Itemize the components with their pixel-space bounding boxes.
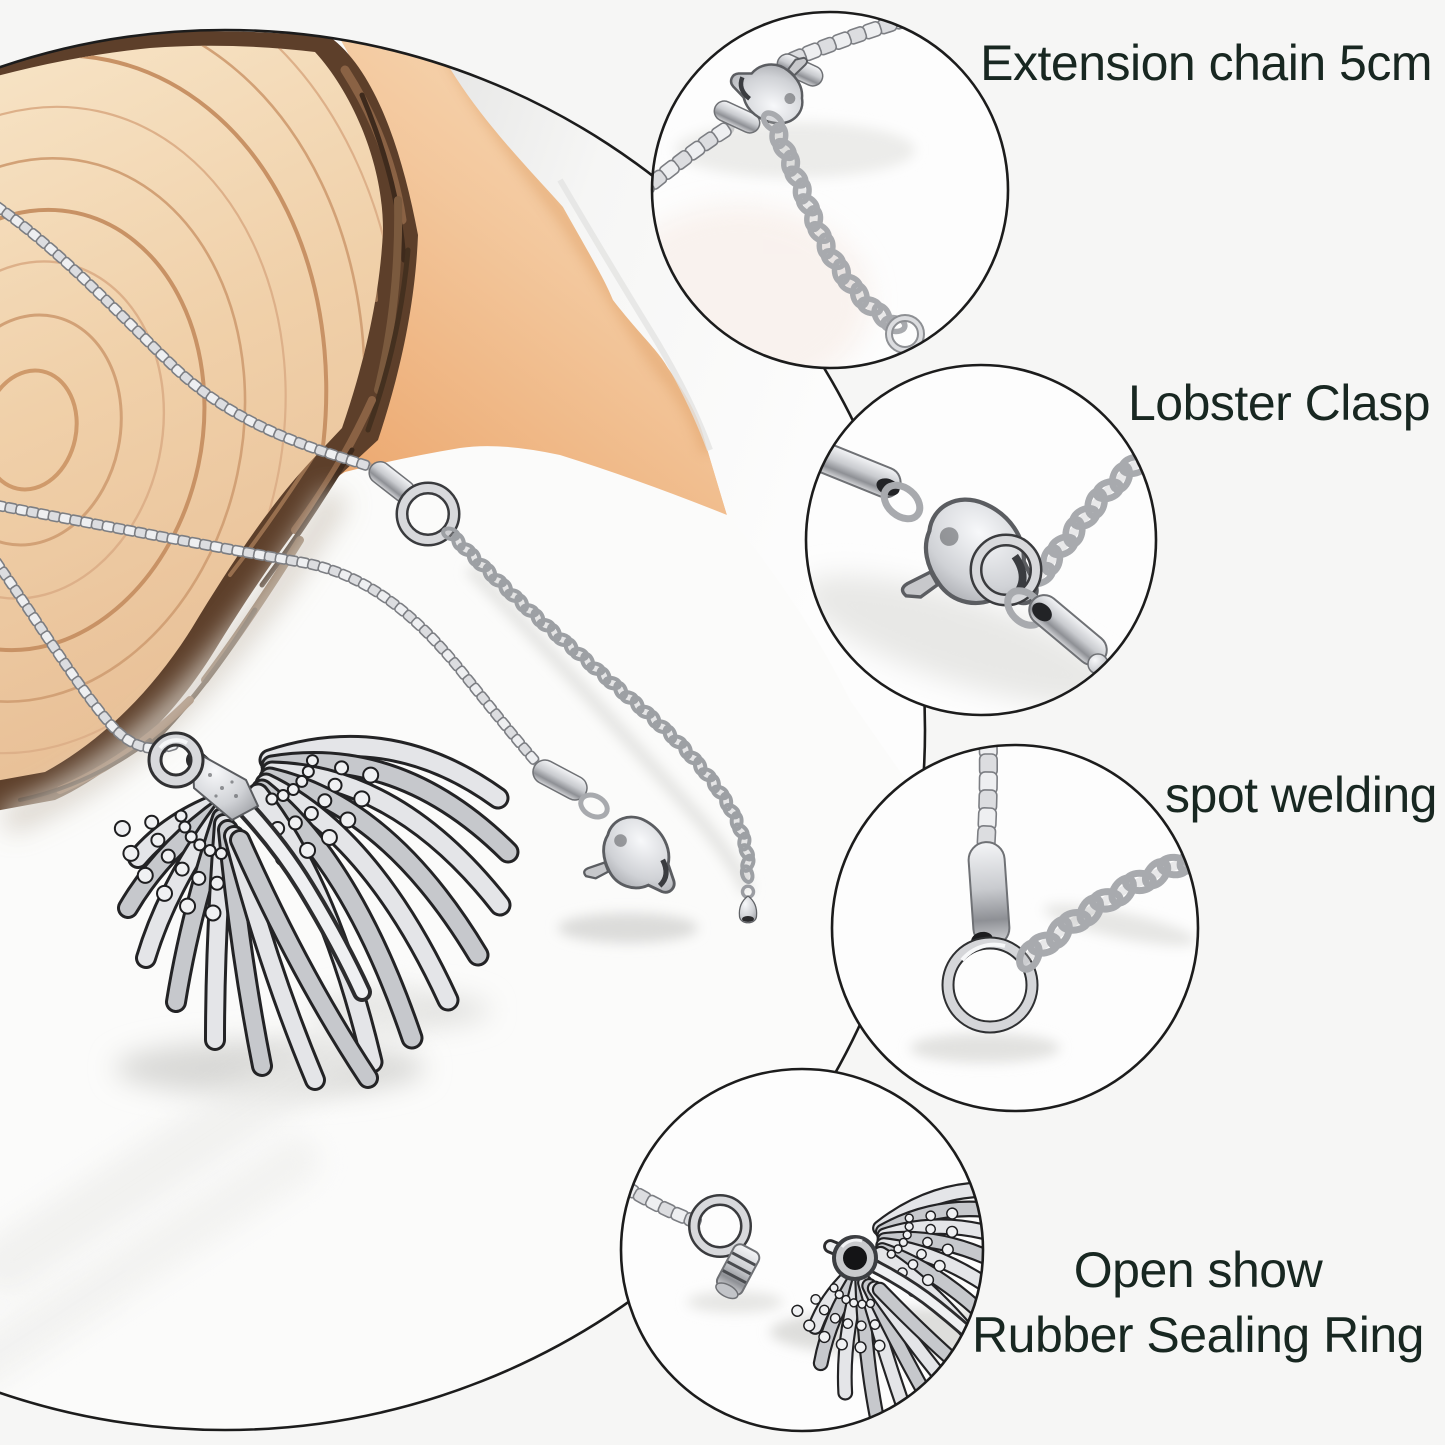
- extension-chain-assembly: [368, 461, 759, 926]
- necklace-chain: [0, 200, 541, 767]
- label-open-show: Open show Rubber Sealing Ring: [938, 1238, 1445, 1368]
- wood-face: [0, 45, 383, 782]
- label-open-show-line2: Rubber Sealing Ring: [972, 1307, 1424, 1363]
- label-lobster-clasp: Lobster Clasp: [1128, 375, 1431, 431]
- callout-circle-extension-chain: [650, 10, 1010, 370]
- callout-circle-spot-welding: [830, 743, 1200, 1113]
- angel-wing-pendant: [113, 731, 520, 1091]
- label-spot-welding: spot welding: [1165, 767, 1437, 823]
- paper-crease: [557, 178, 713, 452]
- cone-speckles: [208, 773, 238, 798]
- photo-circle-outline: [0, 28, 927, 1432]
- screw-post: [715, 1243, 761, 1300]
- callout-circle-lobster-clasp: [804, 363, 1158, 717]
- label-open-show-line1: Open show: [1073, 1242, 1323, 1298]
- callout-outline: [619, 1067, 985, 1433]
- connector-link: [578, 792, 610, 820]
- callout-outline: [830, 743, 1200, 1113]
- label-extension-chain: Extension chain 5cm: [980, 35, 1432, 91]
- callout-outline: [804, 363, 1158, 717]
- bail-highlight: [158, 738, 189, 750]
- peach-backdrop: [320, 30, 727, 515]
- callout-outline: [650, 10, 1010, 370]
- pendant-wings: [113, 735, 520, 1091]
- wood-shadow: [0, 488, 350, 835]
- wood-slice: [0, 31, 418, 835]
